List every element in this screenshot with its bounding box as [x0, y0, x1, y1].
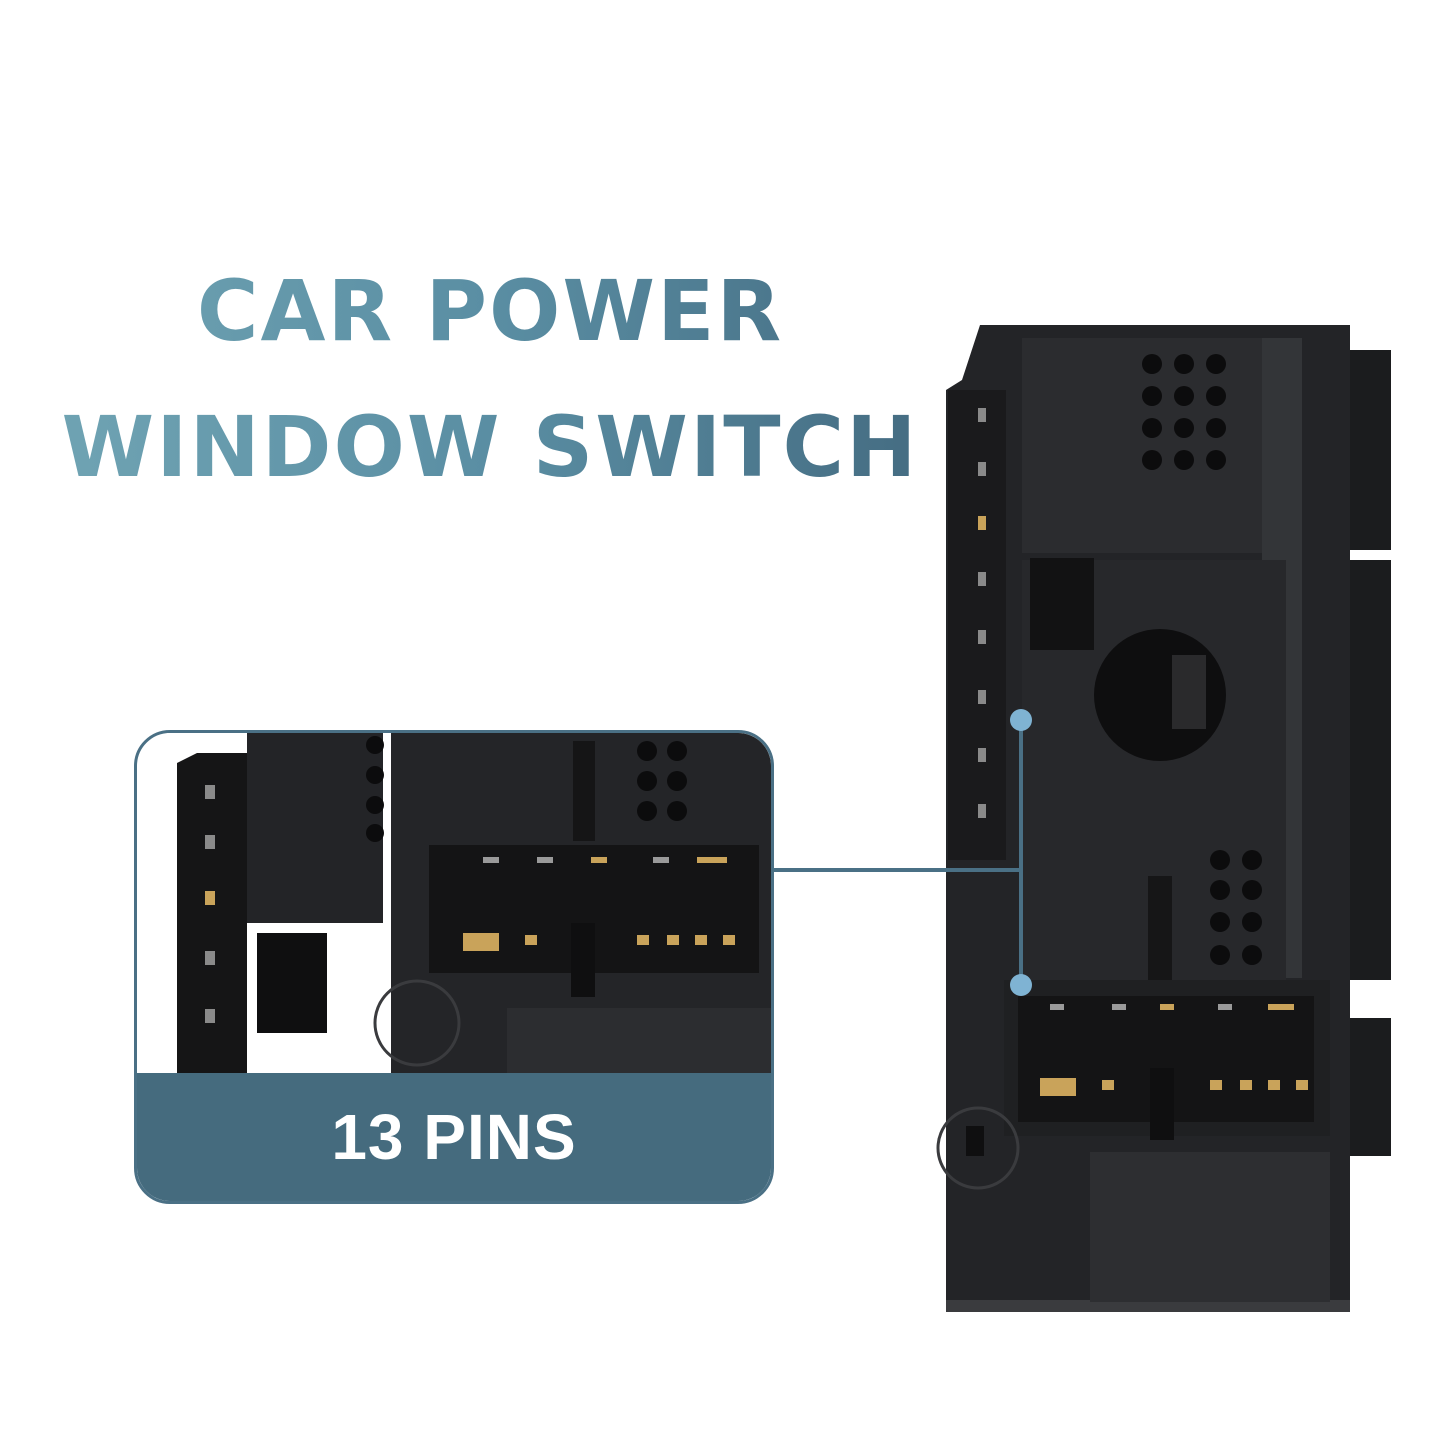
top-module: [1022, 338, 1262, 553]
callout-bar: 13 PINS: [137, 1073, 771, 1201]
connector-pin-top-gold: [1160, 1004, 1174, 1010]
connector-pin-top-wide: [1268, 1004, 1294, 1010]
rail-pin-gold: [978, 516, 986, 530]
callout-zoom-image: [167, 733, 771, 1083]
zoom-bottom-plate: [507, 1008, 771, 1083]
bottom-plate: [1090, 1152, 1330, 1302]
connector-key: [1150, 1068, 1174, 1140]
marker-bottom-dot: [1010, 974, 1032, 996]
callout-box: 13 PINS: [134, 730, 774, 1204]
side-flange-mid: [1345, 560, 1391, 980]
left-rail: [948, 390, 1006, 860]
side-socket: [1030, 558, 1094, 650]
side-flange-bottom: [1345, 1018, 1391, 1156]
zoom-left-rail: [177, 753, 247, 1083]
connector-pin-large: [1040, 1078, 1076, 1096]
marker-top-dot: [1010, 709, 1032, 731]
zoom-pin-large: [463, 933, 499, 951]
body-base-edge: [946, 1300, 1350, 1312]
round-port-insert: [1172, 655, 1206, 729]
rail-pins: [978, 408, 986, 818]
zoom-rail-pin-gold: [205, 891, 215, 905]
zoom-pin-top-gold: [591, 857, 607, 863]
zoom-mount-ring: [373, 979, 461, 1067]
mount-slot: [966, 1126, 984, 1156]
connector-pins-top: [1050, 1004, 1232, 1010]
zoom-pins-top: [483, 857, 669, 863]
pin-count-label: 13 PINS: [331, 1101, 577, 1173]
latch-tab: [1148, 876, 1172, 996]
side-flange-top: [1345, 350, 1391, 550]
zoom-rail-pins: [205, 785, 215, 1023]
zoom-vent-holes: [366, 736, 687, 842]
title-line-2: WINDOW SWITCH: [0, 398, 980, 496]
zoom-pin-top-wide: [697, 857, 727, 863]
zoom-key: [571, 923, 595, 997]
title-line-1: CAR POWER: [0, 262, 980, 360]
connector-pins-bottom: [1102, 1080, 1308, 1090]
mount-ring: [936, 1106, 1020, 1190]
vent-holes-top: [1142, 354, 1226, 470]
zoom-socket-left: [257, 933, 327, 1033]
zoom-module-left: [247, 733, 387, 923]
zoom-latch: [573, 741, 595, 841]
vent-holes-bottom: [1210, 850, 1262, 965]
zoom-pins-bottom: [525, 935, 735, 945]
